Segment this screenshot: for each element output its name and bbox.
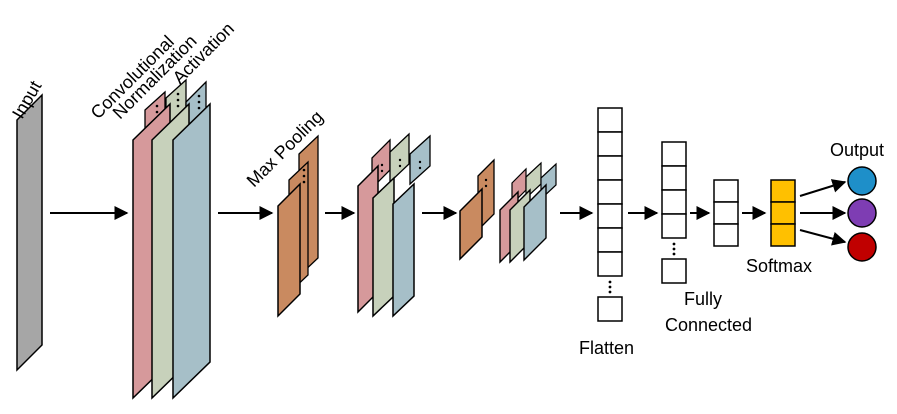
output-node-1 bbox=[847, 166, 877, 196]
flatten-label: Flatten bbox=[579, 338, 634, 358]
fully-connected-layer-1 bbox=[661, 141, 687, 284]
norm-layer bbox=[372, 176, 395, 318]
pool-front-layer bbox=[277, 182, 301, 318]
fully-connected-layer-2 bbox=[713, 179, 739, 247]
act-layer bbox=[523, 183, 547, 262]
softmax-layer bbox=[770, 179, 796, 247]
arrow-icon bbox=[799, 179, 847, 197]
conv-block-3 bbox=[499, 161, 557, 264]
act-layer bbox=[172, 102, 211, 400]
output-node-2 bbox=[847, 198, 877, 228]
norm-small-layer bbox=[389, 132, 410, 184]
connected-label: Connected bbox=[665, 315, 752, 335]
ellipsis-icon bbox=[608, 280, 612, 294]
ellipsis-icon bbox=[484, 178, 488, 188]
conv-block-2 bbox=[357, 132, 431, 318]
softmax-cell bbox=[770, 179, 796, 203]
arrow-icon bbox=[799, 229, 847, 246]
act-small-layer bbox=[409, 134, 431, 186]
ellipsis-icon bbox=[302, 168, 306, 184]
pooling-block-1 bbox=[277, 134, 319, 318]
pool-front-layer bbox=[459, 187, 483, 261]
softmax-cell bbox=[770, 201, 796, 225]
act-layer bbox=[392, 182, 415, 318]
flatten-layer bbox=[597, 107, 623, 322]
fully-label: Fully bbox=[684, 289, 722, 309]
output-label: Output bbox=[830, 140, 884, 160]
ellipsis-icon bbox=[672, 242, 676, 256]
pooling-block-2 bbox=[459, 158, 495, 261]
ellipsis-icon bbox=[380, 158, 422, 173]
input-layer bbox=[16, 93, 43, 372]
output-node-3 bbox=[847, 232, 877, 262]
softmax-label: Softmax bbox=[746, 256, 812, 276]
softmax-cell bbox=[770, 223, 796, 247]
conv-block-1 bbox=[132, 78, 211, 400]
